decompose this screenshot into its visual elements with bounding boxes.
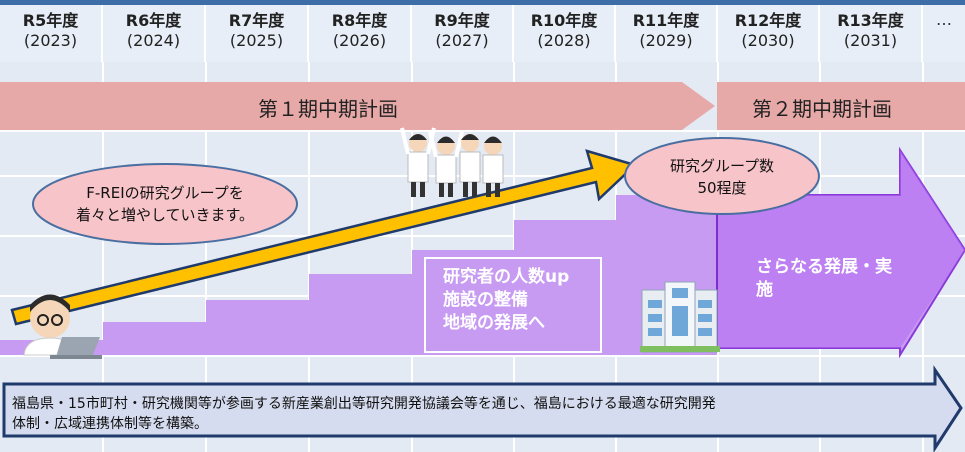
year-western: (2029) — [639, 31, 693, 50]
steps-line2: 施設の整備 — [443, 290, 528, 310]
year-label: R5年度 — [22, 11, 79, 30]
year-western: (2027) — [435, 31, 489, 50]
grid-line — [205, 62, 207, 452]
year-label: R11年度 — [632, 11, 700, 30]
future-line1: さらなる発展・実 — [756, 257, 892, 277]
year-header-r5: R5年度 (2023) — [0, 5, 103, 62]
grid-line — [0, 235, 965, 237]
year-label: R7年度 — [228, 11, 285, 30]
year-header-r6: R6年度 (2024) — [103, 5, 206, 62]
bottom-description: 福島県・15市町村・研究機関等が参画する新産業創出等研究開発協議会等を通じ、福島… — [12, 394, 912, 434]
steps-line1: 研究者の人数up — [443, 267, 570, 287]
cheering-researchers-icon — [400, 127, 504, 197]
year-label: R13年度 — [837, 11, 904, 30]
phase2-arrow — [717, 82, 965, 130]
year-western: (2028) — [537, 31, 591, 50]
growth-staircase — [0, 195, 717, 355]
year-label: R6年度 — [125, 11, 182, 30]
year-header-r9: R9年度 (2027) — [412, 5, 514, 62]
growth-arrow — [10, 149, 638, 326]
laptop-researcher-icon — [23, 294, 102, 359]
future-line2: 施 — [756, 280, 773, 300]
year-header-r11: R11年度 (2029) — [616, 5, 718, 62]
left-callout-text: F-REIの研究グループを 着々と増やしていきます。 — [40, 182, 290, 226]
left-callout-line2: 着々と増やしていきます。 — [75, 206, 255, 224]
year-western: (2030) — [741, 31, 795, 50]
year-western: (2031) — [843, 31, 898, 50]
year-header-r7: R7年度 (2025) — [206, 5, 309, 62]
top-accent-bar — [0, 0, 965, 5]
left-callout-bubble — [32, 163, 298, 245]
building-icon — [640, 281, 720, 353]
bottom-arrow — [2, 365, 963, 452]
right-callout-line2: 50程度 — [697, 179, 747, 197]
year-label: R9年度 — [434, 11, 490, 30]
year-label: R8年度 — [331, 11, 388, 30]
steps-text: 研究者の人数up 施設の整備 地域の発展へ — [443, 266, 569, 335]
year-western: (2023) — [23, 31, 78, 50]
year-header-r12: R12年度 (2030) — [718, 5, 820, 62]
grid-line — [0, 355, 965, 357]
phase2-label: 第２期中期計画 — [752, 97, 892, 121]
year-header-r10: R10年度 (2028) — [514, 5, 616, 62]
grid-line — [102, 62, 104, 452]
right-callout-bubble — [624, 137, 820, 215]
bottom-line2: 体制・広域連携体制等を構築。 — [12, 416, 208, 432]
year-header-r8: R8年度 (2026) — [309, 5, 412, 62]
steps-line3: 地域の発展へ — [443, 313, 545, 333]
year-western: (2026) — [332, 31, 387, 50]
phase1-label: 第１期中期計画 — [258, 97, 398, 121]
year-western: (2024) — [126, 31, 181, 50]
grid-line — [0, 130, 965, 132]
year-label: R12年度 — [734, 11, 802, 30]
year-header-r13: R13年度 (2031) — [820, 5, 923, 62]
future-text: さらなる発展・実 施 — [756, 256, 906, 302]
left-callout-line1: F-REIの研究グループを — [86, 184, 244, 202]
phase1-arrow — [0, 82, 715, 130]
grid-line — [308, 62, 310, 452]
bottom-line1: 福島県・15市町村・研究機関等が参画する新産業創出等研究開発協議会等を通じ、福島… — [12, 396, 716, 412]
right-callout-text: 研究グループ数 50程度 — [640, 155, 804, 199]
year-western: (2025) — [229, 31, 284, 50]
year-label: R10年度 — [530, 11, 598, 30]
steps-text-box — [424, 257, 602, 353]
right-callout-line1: 研究グループ数 — [669, 157, 775, 175]
year-more-ellipsis: … — [923, 5, 965, 62]
